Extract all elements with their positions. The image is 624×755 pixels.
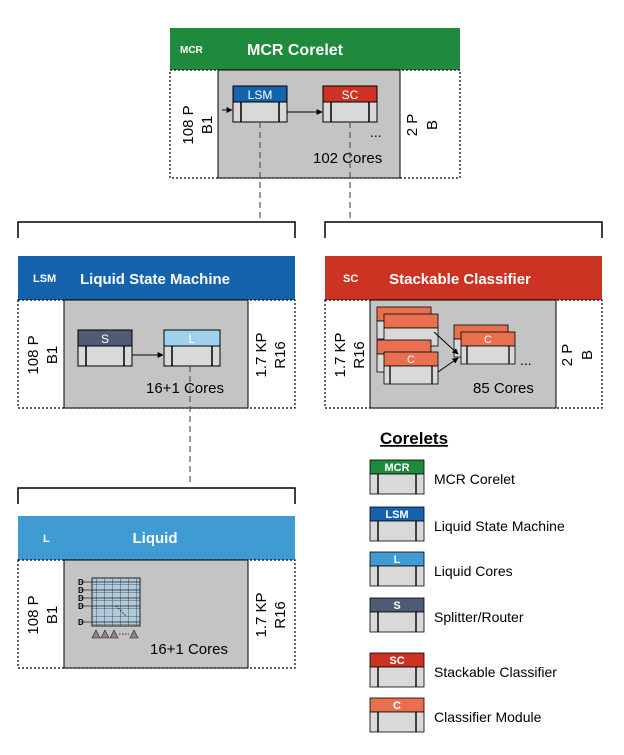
mcr-tag: MCR (180, 45, 204, 56)
legend-label: Splitter/Router (434, 609, 524, 625)
legend-label: Liquid State Machine (434, 518, 565, 534)
sc-header (325, 256, 602, 300)
legend-tag: S (393, 600, 400, 612)
sc-corelet: SC Stackable Classifier 1.7 KP R16 2 P B (324, 256, 603, 409)
svg-text:D: D (78, 602, 84, 611)
liquid-crossbar-core: D D D D D (78, 577, 141, 639)
liquid-title: Liquid (133, 530, 178, 547)
legend-label: Classifier Module (434, 709, 542, 725)
sc-cores-label: 85 Cores (473, 380, 534, 397)
sc-ellipsis: ... (520, 352, 532, 368)
mcr-right-label-1: 2 P (404, 114, 421, 137)
lsm-corelet: LSM Liquid State Machine 108 P B1 1.7 KP… (17, 256, 296, 409)
bracket-sc (324, 221, 603, 238)
mcr-left-label-2: B1 (199, 116, 216, 134)
bracket-liquid (17, 487, 296, 504)
svg-text:D: D (78, 618, 84, 627)
lsm-left-label-2: B1 (44, 346, 61, 364)
lsm-core-liquid: L (163, 329, 221, 367)
lsm-core-l-label: L (189, 332, 196, 346)
svg-text:D: D (78, 578, 84, 587)
legend-tag: L (394, 554, 401, 566)
legend-label: MCR Corelet (434, 471, 515, 487)
legend-label: Liquid Cores (434, 563, 513, 579)
bracket-lsm (17, 221, 296, 238)
mcr-left-label-1: 108 P (180, 105, 197, 144)
liquid-dotted-frame (17, 559, 296, 669)
sc-arrow-1 (433, 331, 459, 355)
sc-right-label-2: B (579, 350, 596, 360)
liquid-left-label-2: B1 (44, 606, 61, 624)
lsm-title: Liquid State Machine (80, 271, 230, 288)
mcr-right-label-2: B (424, 120, 441, 130)
sc-title: Stackable Classifier (389, 271, 531, 288)
mcr-core-lsm-label: LSM (248, 88, 273, 102)
mcr-ellipsis: ... (370, 124, 382, 140)
mcr-cores-label: 102 Cores (313, 150, 382, 167)
lsm-header (18, 256, 295, 300)
mcr-title: MCR Corelet (247, 42, 344, 59)
legend-item: MCR MCR Corelet (369, 459, 515, 495)
lsm-left-label-1: 108 P (25, 335, 42, 374)
lsm-right-label-2: R16 (272, 341, 289, 369)
sc-dotted-frame (324, 299, 603, 409)
legend-tag: MCR (384, 462, 409, 474)
liquid-right-label-2: R16 (272, 601, 289, 629)
lsm-dotted-frame (17, 299, 296, 409)
legend-title: Corelets (380, 429, 448, 448)
lsm-right-label-1: 1.7 KP (253, 332, 270, 377)
sc-right-label-1: 2 P (559, 344, 576, 367)
mcr-core-sc-label: SC (342, 88, 359, 102)
svg-text:D: D (78, 586, 84, 595)
sc-core-c-label-left: C (407, 354, 415, 366)
legend-tag: LSM (385, 509, 408, 521)
liquid-left-label-1: 108 P (25, 595, 42, 634)
lsm-tag: LSM (33, 273, 56, 285)
lsm-core-splitter: S (77, 329, 133, 367)
liquid-tag: L (43, 533, 50, 545)
legend-label: Stackable Classifier (434, 664, 557, 680)
mcr-core-sc: SC (322, 85, 378, 123)
sc-tag: SC (343, 273, 358, 285)
lsm-cores-label: 16+1 Cores (146, 380, 224, 397)
mcr-core-lsm: LSM (232, 85, 288, 123)
legend-tag: SC (389, 655, 404, 667)
legend-tag: C (393, 700, 401, 712)
legend-item: SC Stackable Classifier (369, 652, 557, 688)
svg-text:D: D (78, 594, 84, 603)
sc-arrow-2 (437, 357, 459, 373)
mcr-header (170, 28, 460, 70)
liquid-right-label-1: 1.7 KP (253, 592, 270, 637)
sc-stack-left: C (376, 306, 439, 385)
liquid-header (18, 516, 295, 560)
legend-item: C Classifier Module (369, 697, 542, 733)
legend-item: S Splitter/Router (369, 597, 524, 633)
sc-stack-right: C (453, 324, 516, 365)
liquid-cores-label: 16+1 Cores (150, 641, 228, 658)
liquid-corelet: L Liquid 108 P B1 1.7 KP R16 D D D D (17, 516, 296, 669)
sc-left-label-1: 1.7 KP (332, 332, 349, 377)
sc-core-c-label-right: C (484, 334, 492, 346)
legend-item: LSM Liquid State Machine (369, 506, 565, 542)
mcr-corelet: MCR MCR Corelet 108 P B1 2 P B LSM SC (169, 28, 461, 179)
legend-item: L Liquid Cores (369, 551, 513, 587)
lsm-core-s-label: S (101, 332, 109, 346)
sc-left-label-2: R16 (351, 341, 368, 369)
